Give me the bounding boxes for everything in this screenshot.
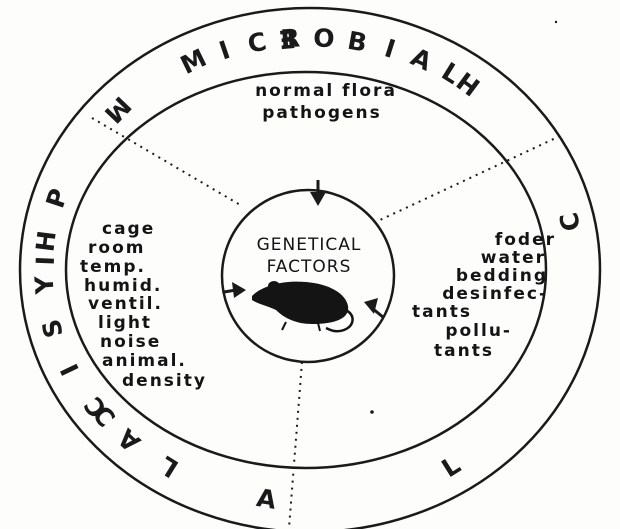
chemical-item: tants <box>434 341 494 361</box>
physical-item: ventil. <box>88 294 163 314</box>
chemical-ring-letter: E <box>278 24 297 54</box>
chemical-ring-letter: I <box>30 255 59 265</box>
physical-ring-letter: L <box>155 450 184 483</box>
physical-ring-letter: S <box>36 316 69 341</box>
arrow-left-icon <box>364 298 384 318</box>
chemical-item: pollu- <box>445 321 512 341</box>
microbial-ring-letter: I <box>381 33 399 63</box>
physical-ring-letter: Y <box>29 274 59 296</box>
mouse-icon <box>252 281 353 331</box>
physical-item: animal. <box>102 351 187 371</box>
arrow-right-icon <box>224 282 246 298</box>
microbial-item: normal flora <box>255 81 397 101</box>
speck <box>370 410 374 414</box>
microbial-ring-letter: O <box>313 23 336 53</box>
speck <box>555 21 557 23</box>
chemical-item: tants <box>412 302 472 322</box>
chemical-item: bedding <box>456 266 548 286</box>
physical-item: light <box>98 313 152 333</box>
arrow-down-icon <box>310 180 326 206</box>
physical-item: noise <box>100 332 161 352</box>
microbial-ring-letter: I <box>215 35 233 65</box>
divider-left <box>92 118 242 206</box>
physical-ring-letter: I <box>55 359 85 380</box>
chemical-ring-letter: M <box>99 91 137 129</box>
microbial-ring-letter: C <box>245 27 269 59</box>
chemical-item: water <box>481 248 546 268</box>
physical-item: humid. <box>84 276 162 296</box>
microbial-ring-letter: B <box>345 26 369 58</box>
physical-item: room <box>88 238 145 258</box>
chemical-ring-letter: C <box>554 210 586 234</box>
physical-ring-letter: H <box>30 229 61 253</box>
physical-item: cage <box>102 219 155 239</box>
microbial-ring-letter: M <box>176 43 211 80</box>
chemical-ring-letter: A <box>254 483 278 515</box>
chemical-item: foder <box>495 230 556 250</box>
physical-item: temp. <box>80 257 146 277</box>
physical-ring-letter: A <box>112 422 146 457</box>
chemical-ring-letter: L <box>437 450 466 483</box>
physical-item: density <box>122 371 207 391</box>
divider-bottom <box>289 362 302 528</box>
center-title: GENETICAL <box>257 235 362 255</box>
chemical-item: desinfec- <box>442 284 548 304</box>
physical-ring-letter: P <box>40 185 73 211</box>
center-subtitle: FACTORS <box>267 257 352 277</box>
microbial-ring-letter: A <box>407 42 437 77</box>
microbial-item: pathogens <box>262 103 381 123</box>
